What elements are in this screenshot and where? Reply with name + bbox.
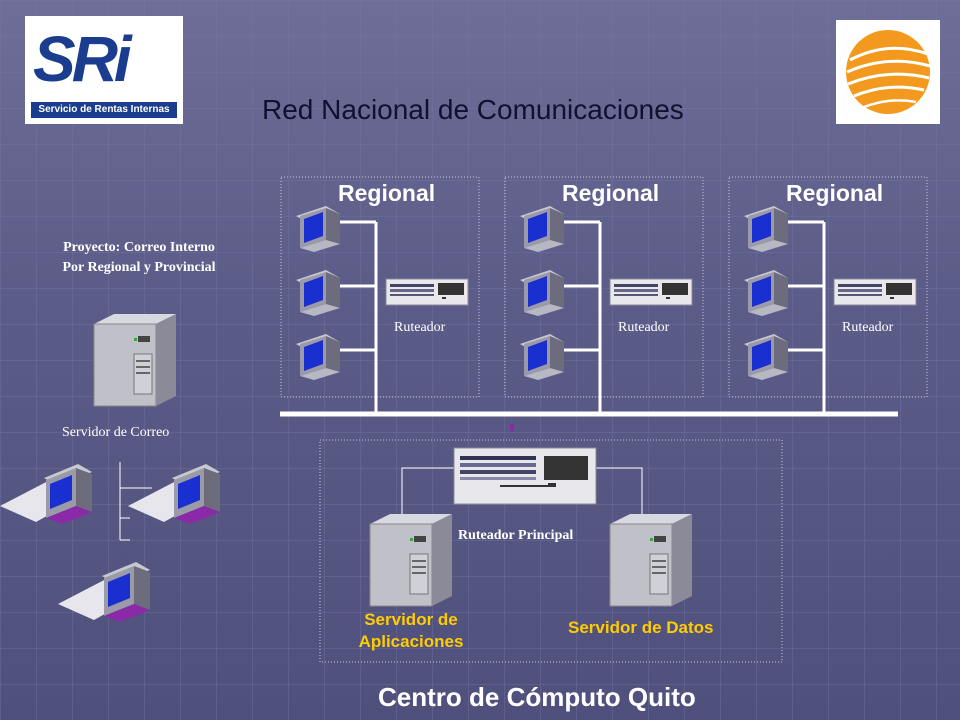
main-router-label: Ruteador Principal: [458, 528, 574, 543]
pc-icon: [296, 334, 340, 380]
regional-box-1: [280, 176, 480, 398]
workstation-icon: [128, 464, 220, 524]
pc-icon: [744, 270, 788, 316]
sri-logo: SRi Servicio de Rentas Internas: [25, 16, 183, 124]
pc-icon: [296, 270, 340, 316]
router-label-1: Ruteador: [394, 320, 446, 335]
data-server-label: Servidor de Datos: [568, 618, 714, 637]
regional-title-2: Regional: [562, 180, 660, 206]
pc-icon: [744, 206, 788, 252]
data-server-icon: [609, 513, 693, 607]
router-label-2: Ruteador: [618, 320, 670, 335]
pc-icon: [520, 206, 564, 252]
app-server-icon: [369, 513, 453, 607]
regional-box-3: [728, 176, 928, 398]
project-line-1: Proyecto: Correo Interno: [63, 240, 215, 255]
main-router-icon: [453, 447, 597, 505]
workstation-icon: [58, 562, 150, 622]
orange-globe-icon: [846, 30, 931, 114]
sri-logo-caption: Servicio de Rentas Internas: [31, 102, 177, 118]
router-icon: [609, 278, 693, 306]
workstation-icon: [0, 464, 92, 524]
quito-center-box: [319, 439, 783, 663]
pc-icon: [520, 270, 564, 316]
pc-icon: [744, 334, 788, 380]
regional-box-2: [504, 176, 704, 398]
pc-icon: [520, 334, 564, 380]
regional-title-1: Regional: [338, 180, 436, 206]
page-title: Red Nacional de Comunicaciones: [262, 94, 684, 125]
app-server-label: Servidor de Aplicaciones: [330, 609, 492, 653]
pc-icon: [296, 206, 340, 252]
globe-logo: [836, 20, 940, 124]
project-line-2: Por Regional y Provincial: [62, 260, 216, 275]
sri-logo-mark: SRi: [33, 23, 132, 95]
router-label-3: Ruteador: [842, 320, 894, 335]
router-icon: [833, 278, 917, 306]
app-server-label-line-2: Aplicaciones: [358, 632, 464, 651]
regional-title-3: Regional: [786, 180, 884, 206]
app-server-label-line-1: Servidor de: [364, 610, 458, 629]
mail-server-icon: [93, 313, 177, 407]
mail-server-label: Servidor de Correo: [62, 425, 170, 440]
router-icon: [385, 278, 469, 306]
footer-title: Centro de Cómputo Quito: [378, 682, 696, 712]
project-caption: Proyecto: Correo Interno Por Regional y …: [34, 238, 244, 278]
